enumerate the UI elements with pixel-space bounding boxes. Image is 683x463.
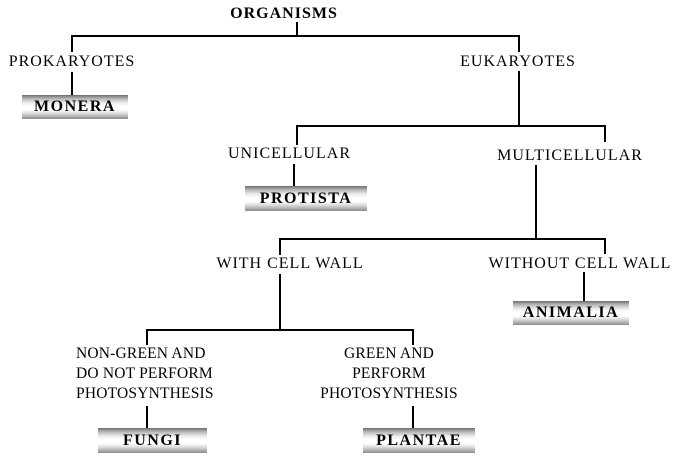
edge-green-plantae bbox=[412, 406, 414, 428]
edge-with-cell-wall-drop bbox=[279, 274, 281, 331]
edge-level4-horizontal bbox=[146, 329, 414, 331]
kingdom-box-plantae: PLANTAE bbox=[363, 428, 475, 453]
edge-prokaryotes-stub bbox=[71, 35, 73, 52]
edge-green-stub bbox=[412, 329, 414, 345]
green-line-3: PHOTOSYNTHESIS bbox=[320, 385, 458, 402]
edge-without-cell-wall-stub bbox=[604, 238, 606, 254]
edge-level1-horizontal bbox=[71, 35, 520, 37]
node-non-green-description: NON-GREEN AND DO NOT PERFORM PHOTOSYNTHE… bbox=[76, 344, 238, 404]
green-line-1: GREEN AND bbox=[343, 345, 435, 362]
edge-unicellular-stub bbox=[296, 125, 298, 145]
edge-with-cell-wall-stub bbox=[279, 238, 281, 255]
node-organisms: ORGANISMS bbox=[230, 5, 338, 22]
kingdom-box-monera: MONERA bbox=[22, 95, 128, 119]
non-green-line-3: PHOTOSYNTHESIS bbox=[76, 385, 214, 402]
node-green-description: GREEN AND PERFORM PHOTOSYNTHESIS bbox=[308, 344, 470, 404]
node-unicellular: UNICELLULAR bbox=[228, 145, 351, 162]
kingdom-box-animalia: ANIMALIA bbox=[513, 301, 629, 325]
non-green-line-2: DO NOT PERFORM bbox=[76, 365, 213, 382]
edge-level3-horizontal bbox=[279, 238, 606, 240]
green-line-2: PERFORM bbox=[352, 365, 426, 382]
kingdom-box-protista: PROTISTA bbox=[245, 186, 367, 211]
node-prokaryotes: PROKARYOTES bbox=[8, 53, 136, 70]
edge-non-green-fungi bbox=[146, 406, 148, 428]
edge-prokaryotes-monera bbox=[71, 72, 73, 95]
edge-non-green-stub bbox=[146, 329, 148, 345]
edge-without-wall-animalia bbox=[583, 272, 585, 301]
node-with-cell-wall: WITH CELL WALL bbox=[216, 255, 364, 272]
edge-unicellular-protista bbox=[293, 164, 295, 186]
node-without-cell-wall: WITHOUT CELL WALL bbox=[488, 255, 672, 272]
node-multicellular: MULTICELLULAR bbox=[497, 147, 643, 164]
edge-organisms-drop bbox=[296, 22, 298, 37]
edge-eukaryotes-drop bbox=[518, 71, 520, 127]
node-eukaryotes: EUKARYOTES bbox=[460, 53, 576, 70]
edge-eukaryotes-stub bbox=[518, 35, 520, 52]
kingdom-box-fungi: FUNGI bbox=[98, 428, 207, 453]
non-green-line-1: NON-GREEN AND bbox=[76, 345, 206, 362]
edge-multicellular-drop bbox=[535, 165, 537, 240]
edge-multicellular-stub bbox=[604, 125, 606, 142]
edge-level2-horizontal bbox=[296, 125, 606, 127]
